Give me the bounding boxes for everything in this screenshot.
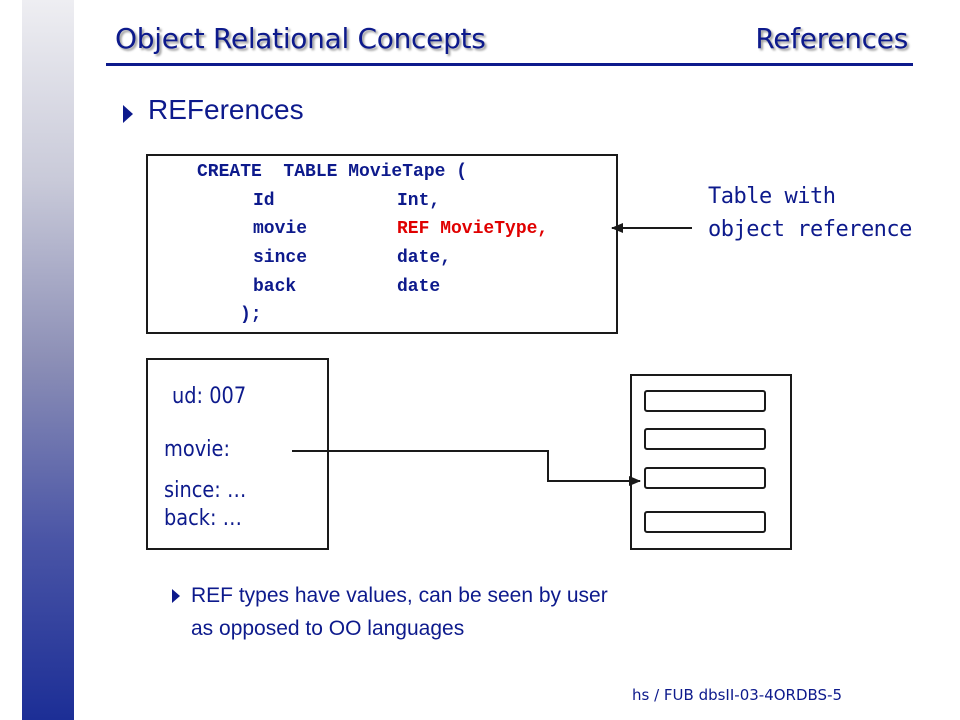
triangle-bullet-icon xyxy=(172,589,180,603)
code-col-movie: movie xyxy=(253,219,308,239)
bullet-text-line-2: as opposed to OO languages xyxy=(191,617,465,640)
annotation-line-1: Table with xyxy=(708,184,836,209)
header-divider xyxy=(106,63,913,66)
section-title: References xyxy=(755,22,908,55)
table-row-slot xyxy=(644,390,766,412)
code-col-back: back xyxy=(253,277,297,297)
main-heading: REFerences xyxy=(148,94,304,125)
record-ud: ud: 007 xyxy=(172,384,247,409)
object-record-box xyxy=(146,358,329,550)
code-line-create: CREATE TABLE MovieTape ( xyxy=(197,162,468,182)
record-movie: movie: xyxy=(164,437,230,462)
code-type-since: date, xyxy=(397,248,452,268)
code-type-movie-ref: REF MovieType, xyxy=(397,219,549,239)
bullet-text-line-1: REF types have values, can be seen by us… xyxy=(191,584,608,607)
code-col-id: Id xyxy=(253,191,275,211)
code-type-back: date xyxy=(397,277,441,297)
code-col-since: since xyxy=(253,248,308,268)
code-type-id: Int, xyxy=(397,191,441,211)
footer-reference: hs / FUB dbsII-03-4ORDBS-5 xyxy=(632,686,843,704)
slide-title: Object Relational Concepts xyxy=(115,22,486,55)
reference-pointer-arrow xyxy=(292,450,641,486)
record-back: back: … xyxy=(164,506,243,531)
side-gradient-bar xyxy=(22,0,74,720)
annotation-line-2: object reference xyxy=(708,217,912,242)
record-since: since: … xyxy=(164,478,247,503)
table-row-slot xyxy=(644,467,766,489)
movie-table-box xyxy=(630,374,792,550)
code-line-close: ); xyxy=(240,305,262,325)
code-box xyxy=(146,154,618,334)
table-row-slot xyxy=(644,428,766,450)
table-row-slot xyxy=(644,511,766,533)
triangle-bullet-icon xyxy=(123,105,133,123)
